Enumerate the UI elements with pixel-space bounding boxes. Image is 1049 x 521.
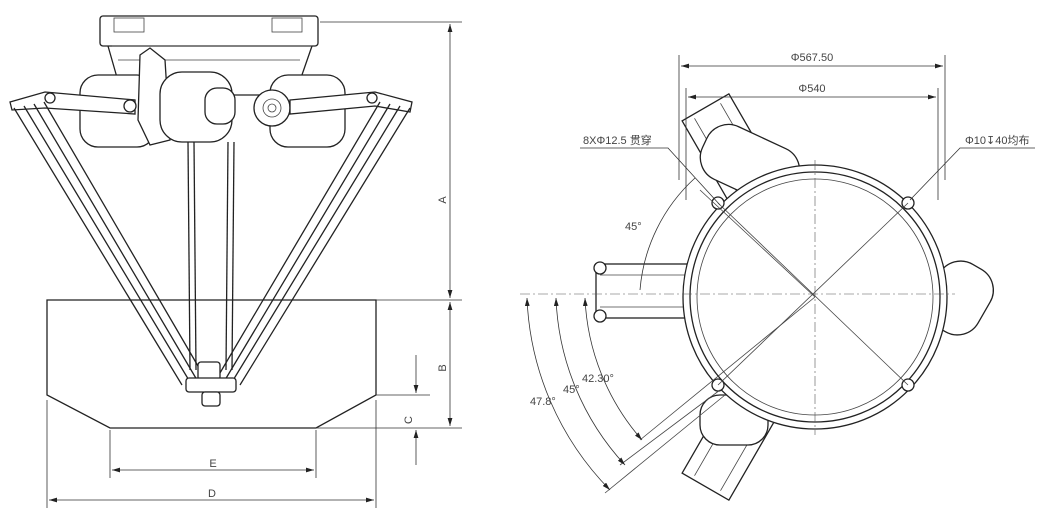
angle-label-45: 45° — [563, 384, 580, 396]
upper-arms — [9, 91, 413, 115]
dim-label-c: C — [403, 416, 415, 424]
angle-label-top: 45° — [625, 221, 642, 233]
angle-label-42: 42.30° — [582, 373, 614, 385]
dim-label-a: A — [437, 196, 449, 204]
robot-base — [79, 15, 346, 148]
dim-label-d: D — [208, 488, 216, 500]
dim-outer-diameter: Φ567.50 — [791, 52, 833, 64]
parallel-links — [13, 101, 411, 386]
hole-note-through: 8XΦ12.5 贯穿 — [583, 133, 652, 147]
angle-label-47: 47.8° — [530, 396, 556, 408]
top-dimensions — [524, 55, 1035, 491]
top-view: Φ567.50 Φ540 8XΦ12.5 贯穿 Φ10↧40均布 45° 42.… — [520, 52, 1035, 502]
hole-note-tapped: Φ10↧40均布 — [965, 134, 1029, 147]
dim-label-e: E — [209, 458, 216, 470]
dim-label-b: B — [437, 364, 449, 371]
end-effector — [185, 361, 237, 407]
side-view: A B C E D — [9, 15, 462, 508]
side-dimensions — [46, 21, 462, 508]
dim-inner-diameter: Φ540 — [798, 83, 825, 95]
